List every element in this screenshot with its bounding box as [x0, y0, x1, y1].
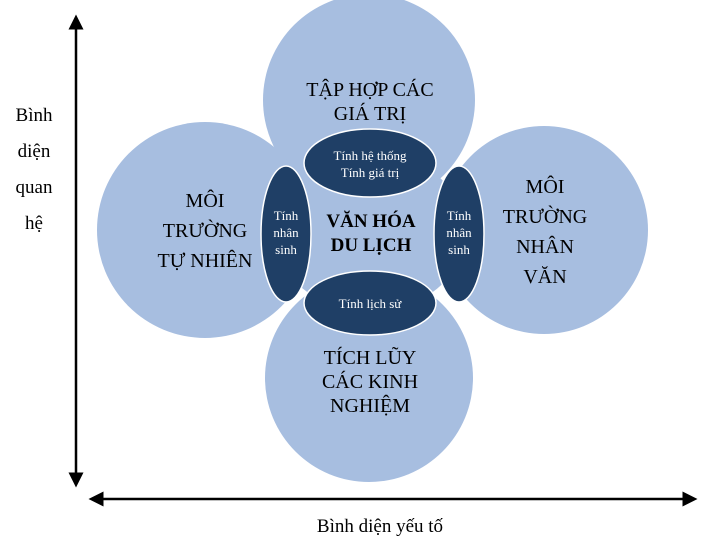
- oval-right-label: Tính nhân sinh: [446, 208, 472, 257]
- oval-bottom: [303, 270, 437, 336]
- oval-bottom-label: Tính lịch sử: [338, 296, 402, 311]
- horizontal-axis-label: Bình diện yếu tố: [316, 516, 444, 537]
- oval-left: [260, 165, 312, 303]
- circle-left-label: MÔI TRƯỜNG TỰ NHIÊN: [157, 190, 253, 272]
- vertical-axis-label: Bình diện quan hệ: [15, 105, 53, 234]
- center-label: VĂN HÓA DU LỊCH: [326, 211, 416, 256]
- circle-left: [97, 122, 313, 338]
- circle-right: [440, 126, 648, 334]
- center-area: [275, 152, 465, 312]
- circle-bottom-label: TÍCH LŨY CÁC KINH NGHIỆM: [321, 347, 419, 417]
- circle-right-label: MÔI TRƯỜNG NHÂN VĂN: [502, 176, 588, 288]
- circle-bottom: [265, 274, 473, 482]
- circle-top-label: TẬP HỢP CÁC GIÁ TRỊ: [306, 79, 434, 125]
- oval-top-label: Tính hệ thống Tính giá trị: [333, 148, 407, 180]
- oval-top: [303, 128, 437, 198]
- oval-left-label: Tính nhân sinh: [273, 208, 299, 257]
- oval-right: [433, 165, 485, 303]
